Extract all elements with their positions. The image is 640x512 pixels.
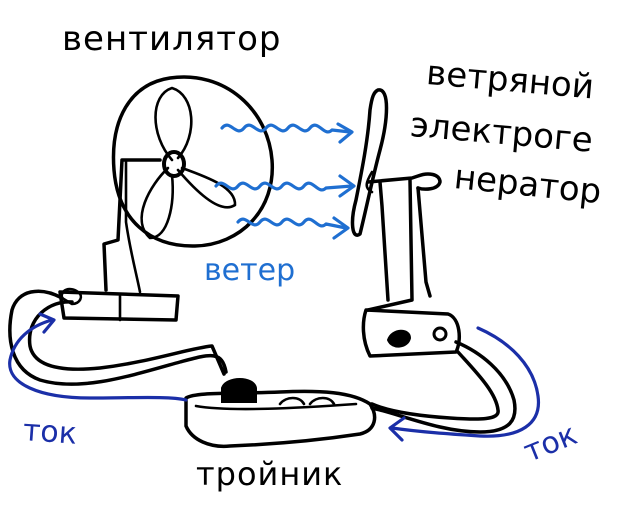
- generator-socket: [386, 329, 412, 348]
- fan-blade-bottom-left: [140, 166, 174, 240]
- fan-wire: [8, 289, 228, 386]
- fan-label: вентилятор: [62, 19, 282, 59]
- splitter-label: тройник: [196, 455, 344, 493]
- generator-mast-left: [378, 180, 390, 302]
- generator-socket-hole: [432, 326, 448, 342]
- current-arrows: [8, 312, 541, 442]
- fan-plug-connector: [60, 287, 83, 306]
- current-arrow-right: [388, 326, 541, 442]
- fan-hub: [162, 150, 186, 178]
- wind-arrow-top: [220, 122, 354, 144]
- fan-stand-frame: [102, 158, 162, 292]
- generator-base: [361, 308, 462, 358]
- splitter-plug: [221, 378, 257, 403]
- wind-arrow-bottom: [236, 216, 350, 240]
- generator-wire-outer: [370, 350, 500, 421]
- splitter-body: [184, 389, 377, 449]
- wind-arrow-middle: [214, 174, 356, 198]
- splitter-socket-detail: [278, 396, 336, 406]
- wind-generator: [350, 88, 442, 312]
- fan-blade-top: [154, 86, 193, 162]
- generator-propeller: [350, 88, 389, 237]
- fan: [102, 75, 274, 294]
- generator-mast: [366, 178, 432, 312]
- fan-base-body: [58, 290, 180, 322]
- wind-label: ветер: [204, 253, 296, 288]
- fan-blade-bottom-right: [176, 166, 237, 209]
- wires: [8, 289, 517, 434]
- fan-stand-support: [124, 158, 142, 294]
- fan-base: [58, 287, 180, 322]
- splitter-top-edge: [194, 402, 358, 411]
- generator-wire: [370, 340, 517, 434]
- current-arrow-left: [8, 312, 188, 402]
- splitter: [184, 378, 377, 449]
- fan-wire-outer: [27, 300, 226, 376]
- wind-arrows: [214, 122, 356, 240]
- current-label-left: ток: [21, 413, 79, 452]
- generator-base-body: [361, 308, 462, 358]
- fan-guard: [111, 75, 274, 248]
- generator-nose: [365, 170, 374, 194]
- generator-nacelle: [366, 172, 442, 191]
